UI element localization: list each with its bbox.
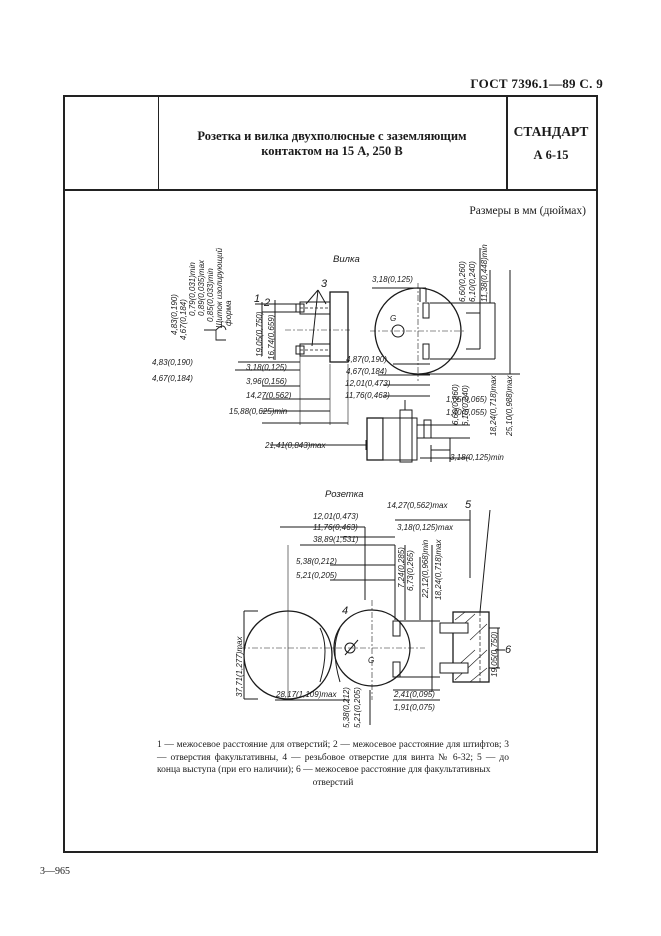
- standard-label: СТАНДАРТ: [513, 124, 589, 139]
- title-line-1: Розетка и вилка двухполюсные с заземляющ…: [197, 129, 467, 143]
- plug-dim: 6,10(0,240): [468, 261, 477, 302]
- socket-dim: 5,38(0,212): [296, 557, 337, 566]
- plug-dim: 3,18(0,125)min: [450, 453, 504, 462]
- callout-g-plug: G: [390, 314, 396, 323]
- plug-dim: 14,27(0,562): [246, 391, 292, 400]
- plug-dim: 3,96(0,156): [246, 377, 287, 386]
- title-block-standard-cell: СТАНДАРТ А 6-15: [506, 97, 596, 189]
- socket-dim: 3,18(0,125)max: [397, 523, 454, 532]
- socket-dim: 1,91(0,075): [394, 703, 435, 712]
- title-block: Розетка и вилка двухполюсные с заземляющ…: [65, 97, 596, 191]
- plug-dim: 0,85(0,033)min: [206, 268, 215, 322]
- socket-front-view: [240, 510, 471, 725]
- plug-dim: 4,83(0,190): [152, 358, 193, 367]
- title-block-blank-cell: [65, 97, 159, 189]
- plug-dim: 1,65(0,065): [446, 395, 487, 404]
- plug-dim: 0,89(0,035)max: [197, 259, 206, 316]
- plug-dim: 25,10(0,988)max: [505, 375, 514, 437]
- legend-notes: 1 — межосевое расстояние для отверстий; …: [157, 739, 509, 789]
- plug-dim: Щиток изолирующий: [215, 247, 224, 328]
- socket-dim: 18,24(0,718)max: [434, 539, 443, 600]
- plug-dim: 18,24(0,718)max: [489, 375, 498, 436]
- plug-side-view: [204, 289, 350, 425]
- plug-dim: 4,67(0,184): [346, 367, 387, 376]
- socket-dim: 5,21(0,205): [353, 687, 362, 728]
- plug-dim: 0,79(0,031)min: [188, 262, 197, 316]
- socket-dim: 14,27(0,562)max: [387, 501, 448, 510]
- socket-dim: 12,01(0,473): [313, 512, 359, 521]
- socket-dim: 19,05(0,750): [490, 631, 499, 677]
- plug-dim: 11,76(0,463): [345, 391, 390, 400]
- plug-dim: 16,74(0,659): [267, 314, 276, 360]
- note-line-4: отверстий: [312, 777, 354, 788]
- plug-dim: 6,60(0,260): [451, 384, 460, 425]
- socket-dim: 5,21(0,205): [296, 571, 337, 580]
- plug-front-view: [370, 248, 520, 397]
- plug-dim: 4,83(0,190): [170, 294, 179, 335]
- units-note: Размеры в мм (дюймах): [469, 205, 586, 217]
- plug-dim: 6,10(0,240): [461, 385, 470, 426]
- footer-code: 3—965: [40, 866, 70, 877]
- plug-dim: 15,88(0,625)min: [229, 407, 288, 416]
- socket-dim: 28,17(1,109)max: [275, 690, 337, 699]
- callout-1: 1: [254, 293, 260, 305]
- plug-dim: форма: [224, 300, 233, 326]
- note-line-1: 1 — межосевое расстояние для отверстий; …: [157, 740, 502, 750]
- socket-dim: 37,71(1,277)max: [235, 636, 244, 697]
- socket-dim: 38,89(1,531): [313, 535, 359, 544]
- document-frame: Розетка и вилка двухполюсные с заземляющ…: [63, 95, 598, 853]
- plug-dim: 12,01(0,473): [345, 379, 391, 388]
- callout-2: 2: [263, 297, 270, 309]
- socket-dim: 7,24(0,285): [397, 547, 406, 588]
- plug-pins-view: [270, 400, 470, 463]
- note-line-3: конца выступа (при его наличии); 6 — меж…: [157, 765, 491, 775]
- socket-section-view: [439, 509, 505, 683]
- title-line-2: контактом на 15 А, 250 В: [261, 144, 403, 158]
- note-line-2: 3 — отверстия факультативны, 4 — резьбов…: [157, 740, 510, 763]
- standard-code: А 6-15: [533, 148, 569, 162]
- socket-dim: 11,76(0,463): [313, 523, 358, 532]
- socket-dim: 5,38(0,212): [342, 687, 351, 728]
- plug-dim: 19,05(0,750): [255, 311, 264, 357]
- plug-dim: 21,41(0,843)max: [264, 441, 326, 450]
- plug-dim: 4,67(0,184): [179, 299, 188, 340]
- plug-dim: 3,18(0,125): [372, 275, 413, 284]
- socket-dim: 2,41(0,095): [393, 690, 435, 699]
- callout-5: 5: [465, 499, 472, 511]
- plug-dim: 3,18(0,125): [246, 363, 287, 372]
- plug-dim: 1,40(0,055): [446, 408, 487, 417]
- plug-dim: 4,87(0,190): [346, 355, 387, 364]
- title-block-title-cell: Розетка и вилка двухполюсные с заземляющ…: [158, 97, 508, 189]
- plug-dim: 4,67(0,184): [152, 374, 193, 383]
- page-reference: ГОСТ 7396.1—89 С. 9: [470, 76, 603, 91]
- socket-dim: 6,73(0,265): [406, 550, 415, 591]
- socket-dim: 22,12(0,968)min: [421, 539, 430, 599]
- callout-4: 4: [342, 605, 348, 617]
- callout-g-socket: G: [368, 656, 374, 665]
- socket-title: Розетка: [325, 489, 364, 500]
- plug-dim: 6,60(0,260): [458, 261, 467, 302]
- callout-6: 6: [505, 644, 512, 656]
- callout-3: 3: [321, 278, 328, 290]
- plug-dim: 11,38(0,448)min: [480, 244, 489, 302]
- plug-title: Вилка: [333, 254, 360, 265]
- document-title: Розетка и вилка двухполюсные с заземляющ…: [158, 129, 506, 159]
